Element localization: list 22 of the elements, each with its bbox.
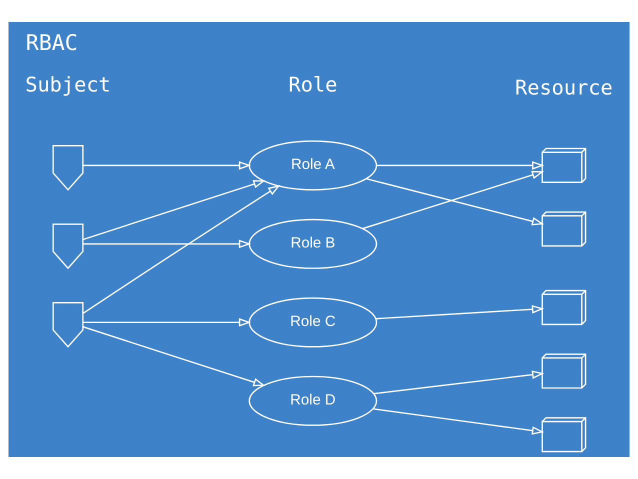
node-person (52, 145, 84, 191)
label: Role (288, 72, 338, 97)
node-person (52, 224, 84, 270)
arrow (82, 185, 280, 314)
label: Subject (25, 72, 111, 97)
arrow (83, 318, 252, 327)
arrow (376, 161, 544, 170)
arrow (82, 180, 266, 240)
label: Resource (515, 75, 613, 100)
node-person (52, 302, 84, 348)
node-ellipse: Role C (248, 297, 378, 348)
arrow (362, 170, 544, 230)
arrow (83, 161, 252, 170)
arrow (373, 408, 544, 435)
node-ellipse: Role D (248, 376, 378, 426)
arrow (366, 178, 544, 226)
arrow (376, 305, 544, 320)
diagram-title: RBAC (26, 31, 78, 56)
arrow (374, 370, 544, 394)
arrow (83, 240, 252, 248)
node-ellipse: Role B (248, 218, 378, 269)
arrow (82, 326, 266, 386)
